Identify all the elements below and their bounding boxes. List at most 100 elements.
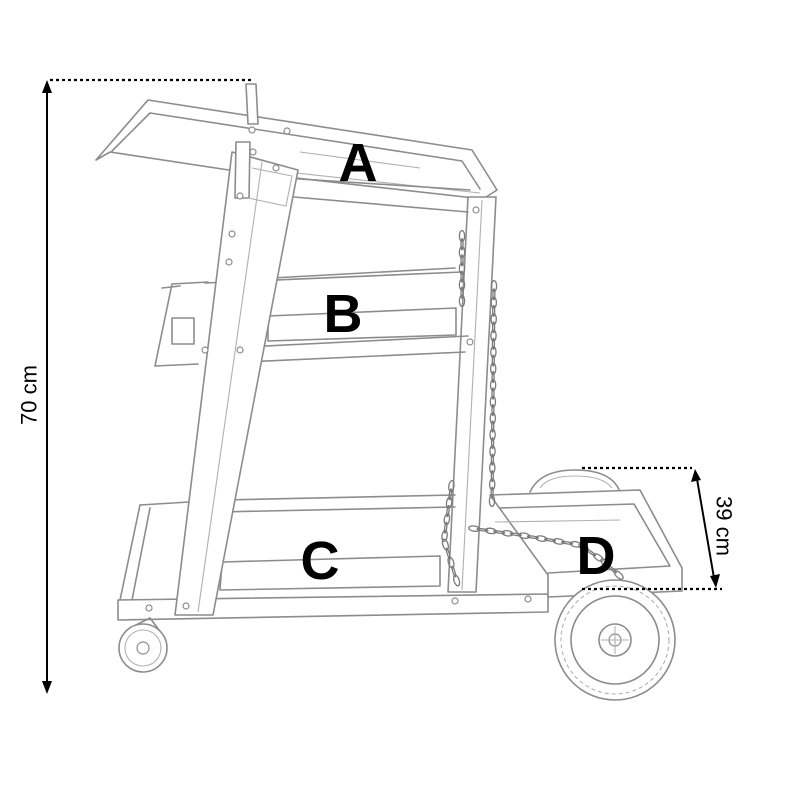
chain-link — [490, 436, 495, 450]
chain-link — [443, 513, 451, 526]
label-b: B — [324, 284, 363, 344]
height-dimension: 70 cm — [17, 78, 252, 694]
chain-link — [491, 387, 495, 400]
bottom-base-c — [117, 494, 549, 621]
chain-link — [460, 254, 464, 267]
rivet — [236, 192, 244, 200]
chain-link — [441, 538, 450, 551]
chain-link — [451, 565, 457, 578]
chain-link — [489, 428, 496, 441]
chain-link — [509, 532, 522, 537]
rivet — [228, 230, 236, 238]
chain-link — [585, 548, 597, 557]
rivet — [249, 148, 257, 156]
platform-arrow-top — [691, 469, 701, 482]
chain-link — [607, 564, 617, 574]
platform-height-label: 39 cm — [712, 496, 737, 556]
rear-wheel — [554, 579, 676, 701]
chain-link — [491, 337, 496, 351]
front-upright — [174, 141, 299, 616]
chain-link — [460, 286, 464, 299]
chain-link — [443, 521, 448, 534]
rivet — [225, 258, 233, 266]
chain-link — [490, 346, 497, 359]
chain-link — [490, 453, 495, 466]
rivet — [201, 346, 209, 354]
chain-link — [458, 262, 466, 275]
chain-link — [489, 461, 496, 474]
front-caster-wheel — [118, 617, 168, 673]
chain-link — [490, 329, 497, 342]
chain-link — [489, 379, 497, 392]
rear-platform-d — [489, 489, 683, 598]
chain-link — [489, 445, 496, 458]
chain-link — [488, 494, 496, 508]
chain-link — [460, 270, 464, 283]
chain-link — [458, 246, 466, 259]
chain-link — [535, 535, 548, 542]
handle-post — [245, 83, 259, 125]
chain-link — [492, 304, 496, 318]
chain-link — [592, 553, 604, 562]
chain-link — [613, 570, 624, 580]
chain-link — [468, 525, 481, 532]
rivet — [145, 604, 153, 612]
middle-shelf-b — [154, 267, 463, 367]
label-a: A — [339, 133, 378, 193]
chain-link — [489, 362, 497, 375]
chain-link — [490, 279, 498, 293]
chain-link — [447, 556, 455, 569]
height-arrow-bottom — [42, 681, 52, 694]
rivet — [248, 126, 256, 134]
chain-link — [489, 395, 497, 408]
height-arrow-top — [42, 80, 52, 93]
chain-link — [561, 540, 574, 545]
top-tray-a — [95, 99, 498, 200]
chain-link — [445, 547, 451, 560]
chain-link — [446, 504, 450, 518]
rear-wheel-back-edge — [529, 469, 621, 493]
chain-link — [490, 296, 498, 309]
rivet — [236, 346, 244, 354]
chain-link — [543, 538, 557, 542]
platform-arrow-bottom — [710, 574, 720, 588]
chain-link — [476, 527, 489, 532]
chain-link — [490, 486, 494, 499]
chain-link — [458, 294, 466, 308]
crossbar-top — [281, 177, 471, 213]
chain-link — [491, 420, 495, 433]
gas-bottle-chains — [441, 229, 624, 587]
rivet — [272, 164, 280, 172]
chain-link — [491, 321, 496, 334]
chain-link — [458, 229, 466, 243]
height-label: 70 cm — [17, 365, 42, 425]
chain-link — [445, 496, 453, 509]
label-c: C — [301, 531, 340, 591]
rivet — [466, 338, 474, 346]
chain-link — [600, 558, 611, 568]
chain-link — [490, 313, 497, 326]
rivets — [145, 126, 532, 612]
chain-link — [492, 288, 496, 301]
rivet — [472, 206, 480, 214]
chain-link — [489, 412, 497, 425]
crossbar-under-shelf — [243, 335, 469, 363]
chain-link — [491, 370, 495, 384]
chain-link — [518, 532, 531, 540]
chain-link — [491, 354, 495, 367]
chain-link — [452, 574, 461, 587]
chain-link — [552, 538, 565, 545]
chain-link — [501, 529, 514, 537]
chain-link — [484, 527, 497, 535]
rivet — [524, 595, 532, 603]
label-d: D — [577, 526, 616, 586]
rivet — [451, 597, 459, 605]
rivet — [283, 127, 291, 135]
chain-link — [526, 535, 539, 540]
back-upright-inner-edge — [461, 199, 483, 591]
chain-link — [448, 488, 453, 501]
chain-link — [488, 478, 496, 491]
rear-wheel-back-tread — [539, 475, 613, 489]
chain-link — [441, 529, 448, 543]
